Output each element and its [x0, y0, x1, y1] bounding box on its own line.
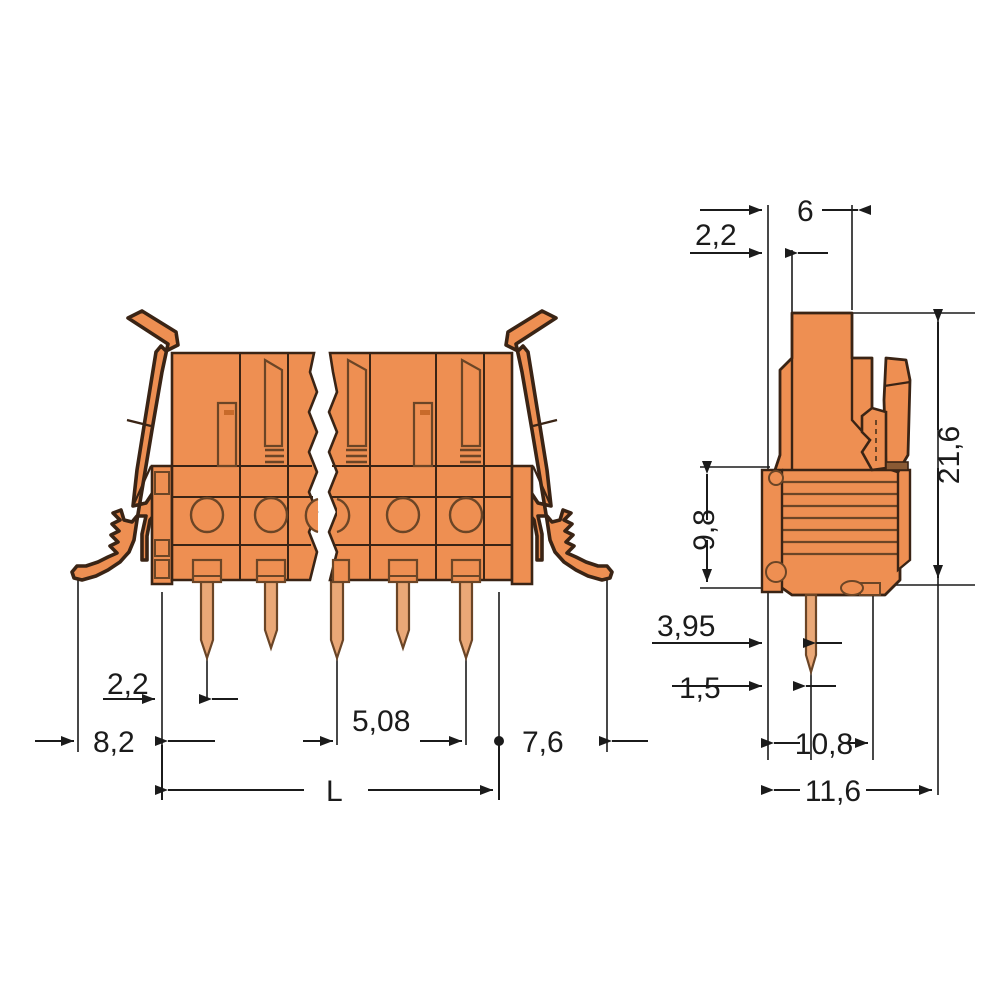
test-opening-1	[191, 558, 223, 584]
clamp-detail-right-3	[460, 358, 482, 464]
flange-notch-top-left	[154, 471, 170, 495]
front-view-dimensions	[35, 694, 648, 800]
dim-label-1-5: 1,5	[679, 672, 721, 705]
left-lever-inner-line	[131, 465, 153, 507]
side-view-dimensions	[652, 205, 943, 795]
conductor-hole-3-right-part	[336, 497, 351, 534]
dim-label-21-6: 21,6	[933, 426, 966, 484]
dim-label-9-8: 9,8	[688, 509, 721, 551]
housing-right-half	[327, 351, 534, 586]
right-lever-joint-line	[532, 418, 558, 428]
pin-5	[458, 578, 474, 662]
side-body-outline	[773, 311, 902, 597]
side-view-pin	[804, 593, 818, 676]
side-body-ribs	[782, 480, 898, 556]
dim-7-6-dot	[494, 736, 504, 746]
flange-notch-bot-left	[154, 559, 170, 579]
left-lever-joint-line	[126, 418, 152, 428]
side-view: 2,2 6 21,6 9,8 3,95 1,5 10,8 11,6	[652, 195, 975, 808]
conductor-hole-5	[448, 496, 484, 534]
dim-label-2-2-side: 2,2	[695, 219, 737, 252]
right-lever-inner-line	[531, 465, 553, 507]
test-opening-4	[387, 558, 419, 584]
conductor-hole-2	[253, 496, 289, 534]
dim-label-7-6: 7,6	[522, 726, 564, 759]
side-flange-pivot-bottom	[765, 561, 787, 583]
dim-label-10-8: 10,8	[795, 728, 853, 761]
test-openings-right	[331, 558, 482, 584]
front-view-pins	[199, 578, 474, 662]
clamp-detail-right-1	[346, 358, 368, 464]
housing-right-flange	[510, 464, 534, 586]
clamp-detail-right-2	[412, 401, 434, 468]
dim-label-5-08: 5,08	[352, 705, 410, 738]
dim-label-2-2-front: 2,2	[107, 668, 149, 701]
flange-notch-mid-left	[154, 539, 170, 557]
pin-1	[199, 578, 215, 662]
test-openings-left	[191, 558, 287, 584]
side-lever-contact	[885, 461, 909, 471]
side-lever-joint	[883, 380, 911, 388]
dim-label-6: 6	[797, 195, 814, 228]
clamp-detail-left-1	[216, 401, 238, 468]
side-bottom-boss	[840, 580, 864, 596]
test-opening-2	[255, 558, 287, 584]
dim-label-3-95: 3,95	[657, 610, 715, 643]
housing-left-half	[150, 351, 319, 586]
test-opening-3	[331, 558, 351, 584]
clamp-detail-left-2	[263, 358, 284, 464]
dim-label-11-6: 11,6	[805, 775, 861, 808]
side-view-body	[760, 311, 912, 676]
conductor-hole-1	[189, 496, 225, 534]
front-view: 2,2 8,2 5,08 7,6 L	[35, 309, 648, 808]
test-opening-5	[450, 558, 482, 584]
pin-4	[395, 578, 411, 652]
conductor-hole-4	[385, 496, 421, 534]
conductor-hole-3-left-part	[304, 497, 319, 534]
pin-3	[329, 578, 345, 662]
housing-right-cell-dividers	[369, 353, 485, 580]
side-right-ledge	[896, 468, 912, 573]
side-lever-hook	[860, 406, 888, 472]
housing-left-cell-dividers	[239, 353, 289, 580]
dim-label-8-2: 8,2	[93, 726, 135, 759]
side-flange-pivot-top	[768, 470, 784, 486]
side-lever-body	[882, 356, 912, 474]
dim-label-L: L	[326, 775, 343, 808]
pin-2	[263, 578, 279, 652]
